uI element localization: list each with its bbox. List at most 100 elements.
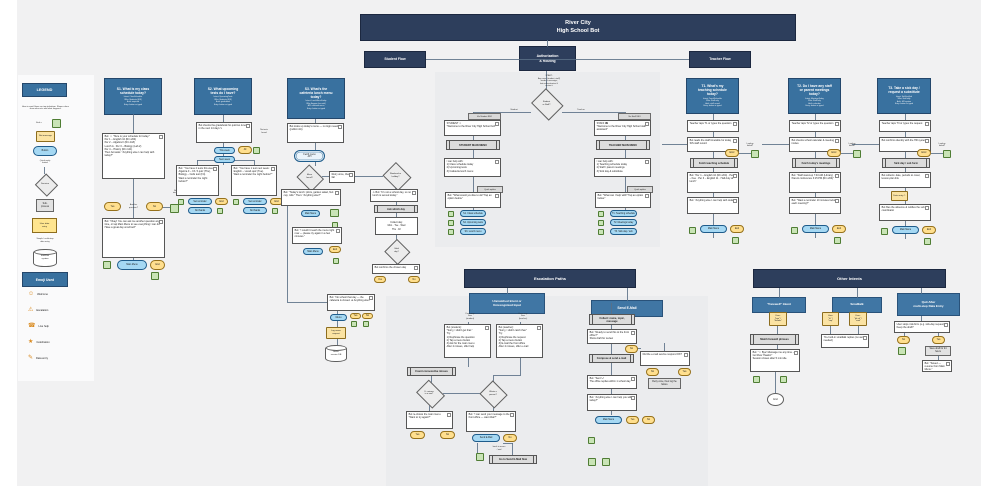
s2-next-week-response[interactable]: Bot: "You have 1 test next week: English… <box>231 165 277 196</box>
t1-entry-box[interactable]: Teacher taps T1 or types the question <box>687 120 739 132</box>
email-send-bar[interactable]: Compose & send e-mail <box>589 354 634 363</box>
s2-set-reminder-pill[interactable]: Set reminder <box>243 198 267 205</box>
quit-save-draft-box[interactable]: Save draft for 24 hours <box>925 346 951 356</box>
t3-form-bar[interactable]: Sick day / sub form <box>882 158 930 168</box>
s3-no-school-message[interactable]: ⚠ Bot: "It's not a school day, so no lun… <box>370 189 418 202</box>
s1-end-pill[interactable]: End <box>150 260 165 270</box>
email-collect-bar[interactable]: Collect: name, topic, message <box>589 314 635 325</box>
quit-keep-draft-box[interactable]: User stops mid-form (e.g. sick-day reque… <box>894 321 950 333</box>
s3-main-menu-pill[interactable]: Menu <box>330 314 347 321</box>
t1-main-menu-pill[interactable]: Main Menu <box>700 225 727 233</box>
teacher-welcome-box[interactable]: STAFF ☎ "Welcome to the River City High … <box>594 120 651 136</box>
t3-end-marker[interactable] <box>943 150 951 158</box>
t1-lookup-box[interactable]: Bot reads the staff timetable for today … <box>687 137 739 152</box>
auth-routing-nav[interactable]: Authorization & Routing <box>519 46 576 71</box>
s3-log-request[interactable]: Log menu request <box>326 327 346 339</box>
t3-entry-box[interactable]: Teacher taps T3 or types the request <box>879 120 931 132</box>
farewell-reply-box[interactable]: Bot: "☺ Bye! Message me any time — Go Ri… <box>750 349 800 372</box>
email-main-menu-pill[interactable]: Main Menu <box>595 416 622 424</box>
email-end-marker[interactable] <box>588 458 596 466</box>
unmatched-two-misses-decision[interactable]: 2+ misses in a row? <box>415 382 443 404</box>
student-prompt-box[interactable]: Bot: "What would you like to do? Tap an … <box>445 192 501 208</box>
s3-main-menu-pill[interactable]: Main Menu <box>303 248 323 255</box>
farewell-end-marker[interactable] <box>753 376 760 383</box>
farewell-end-circle[interactable]: End <box>767 393 784 406</box>
farewell-user-message[interactable]: User: "bye" / "thanks" <box>769 312 787 326</box>
s2-end-marker[interactable] <box>233 199 239 205</box>
s2-end-marker[interactable] <box>178 199 184 205</box>
quit-yes-pill[interactable]: Yes <box>932 336 945 344</box>
quit-data-entry-header[interactable]: Quit After multi-step Data Entry <box>897 293 960 316</box>
t3-end-marker[interactable] <box>924 238 931 245</box>
email-sent-box[interactable]: Bot: "Sent! ✔ The office replies within … <box>587 375 637 389</box>
student-flow-nav[interactable]: Student Flow <box>364 51 426 68</box>
t3-main-menu-pill[interactable]: Main Menu <box>892 226 919 234</box>
quit-no-pill[interactable]: No <box>897 336 910 344</box>
unmatched-no-thanks-pill[interactable]: No <box>503 434 517 442</box>
s3-menu-database[interactable]: Menu service DB <box>325 345 347 362</box>
smalltalk-user-message[interactable]: User: "hi" / "sup" <box>822 312 839 326</box>
s1-header[interactable]: S1. What is my class schedule today? Int… <box>104 78 162 115</box>
legend-header[interactable]: LEGEND <box>22 83 67 97</box>
s2-this-week-pill[interactable]: This week <box>214 147 235 154</box>
unmatched-no-pill[interactable]: No <box>440 431 455 439</box>
unmatched-retry-box[interactable]: Bot re-shows the main menu. "Want to try… <box>406 411 453 429</box>
s1-wrapup-message[interactable]: Bot: "Okay! You can ask me another quest… <box>102 218 165 258</box>
s3-lookup-box[interactable]: Bot looks up today's menu — no login nee… <box>287 123 344 143</box>
t3-end-pill[interactable]: End <box>922 226 936 234</box>
legend-subprocess[interactable]: Sub- process <box>36 199 54 212</box>
unmatched-end-marker[interactable] <box>476 453 484 461</box>
s3-header[interactable]: S3. What's the cafeteria lunch menu toda… <box>287 78 345 119</box>
email-service-ok-box[interactable]: Did the e-mail service respond OK? <box>640 351 690 366</box>
s3-end-marker[interactable] <box>363 321 369 327</box>
t2-end-marker[interactable] <box>834 237 841 244</box>
legend-end-icon[interactable] <box>52 119 61 128</box>
teacher-prompt-box[interactable]: Bot: "What can I help with? Tap an optio… <box>595 192 651 208</box>
t2-entry-box[interactable]: Teacher taps T2 or types the question <box>789 120 841 132</box>
s3-no-pill[interactable]: No <box>408 276 420 283</box>
s1-end-marker[interactable] <box>151 272 159 280</box>
email-yes-pill[interactable]: Yes <box>626 416 639 424</box>
email-service-no-pill[interactable]: No <box>646 368 659 376</box>
other-intents-banner[interactable]: Other Intents <box>753 269 946 288</box>
teacher-t2-pill[interactable]: T2. Meetings today <box>610 219 637 226</box>
legend-bot-message[interactable]: Bot message <box>36 131 55 142</box>
s3-end-marker[interactable] <box>330 209 339 217</box>
farewell-end-marker[interactable] <box>780 376 787 383</box>
main-title-banner[interactable]: River City High School Bot <box>360 14 796 41</box>
t3-header[interactable]: T3. Take a sick day / request a substitu… <box>877 78 931 114</box>
s3-yes-pill[interactable]: Yes <box>374 276 386 283</box>
s3-closed-response[interactable]: Bot: "No school that day — the cafeteria… <box>327 294 375 311</box>
t2-lookup-box[interactable]: Bot checks school calendar & meeting inv… <box>789 137 841 152</box>
s2-next-week-pill[interactable]: Next week <box>214 156 235 163</box>
t1-error-pill[interactable]: Error <box>725 149 739 157</box>
unmatched-offer-email-box[interactable]: Bot: "I can send your message to the fro… <box>466 411 516 432</box>
smalltalk-user-message[interactable]: User: "lol ok" / "cool" <box>849 312 867 326</box>
email-end-marker[interactable] <box>602 458 610 466</box>
s1-main-menu-pill[interactable]: Main Menu <box>117 260 147 270</box>
s2-lookup-box[interactable]: Bot checks the gradebook for quizzes & t… <box>196 122 252 143</box>
quit-resume-box[interactable]: Bot: "Saved — resume from Main Menu." <box>922 360 952 372</box>
t2-error-pill[interactable]: Error <box>827 149 841 157</box>
s3-confirm-day-box[interactable]: Bot confirms the chosen day <box>372 264 420 274</box>
unmatched-yes-pill[interactable]: Yes <box>410 431 425 439</box>
s3-fetch-menu-subprocess[interactable]: Fetch menu API <box>294 150 325 162</box>
s1-yes-pill[interactable]: Yes <box>104 202 121 211</box>
teacher-flow-marker[interactable] <box>598 229 604 235</box>
s3-ask-day-subprocess[interactable]: Ask which day <box>374 205 418 213</box>
s2-end-pill[interactable]: End <box>215 198 228 205</box>
t2-meetings-response[interactable]: Bot: "Staff stand-up 7:40 AM (Library) ·… <box>789 172 841 193</box>
t2-header[interactable]: T2. Do I have any staff or parent meetin… <box>788 78 841 114</box>
t3-error-pill[interactable]: Error <box>917 149 931 157</box>
legend-button-pill[interactable]: Button <box>33 146 57 156</box>
s2-end-marker[interactable] <box>217 208 223 214</box>
s3-menu-response[interactable]: Bot: "Today's lunch: pizza, garden salad… <box>281 189 341 206</box>
legend-data-entry[interactable]: User data entry <box>32 218 57 233</box>
t3-confirm-box[interactable]: Bot files the absence & notifies the sub… <box>879 204 931 221</box>
t1-schedule-response[interactable]: Bot: "Per 1 – English 10 (Rm 204) · Per … <box>687 172 739 193</box>
s1-no-pill[interactable]: No <box>146 202 163 211</box>
s3-holiday-decision[interactable]: Weekend or holiday? <box>382 164 409 187</box>
smalltalk-header[interactable]: Smalltalk <box>832 297 882 313</box>
s1-end-marker[interactable] <box>103 261 111 269</box>
email-confirm-box[interactable]: Bot: "Ready to send this to the front of… <box>587 329 637 344</box>
